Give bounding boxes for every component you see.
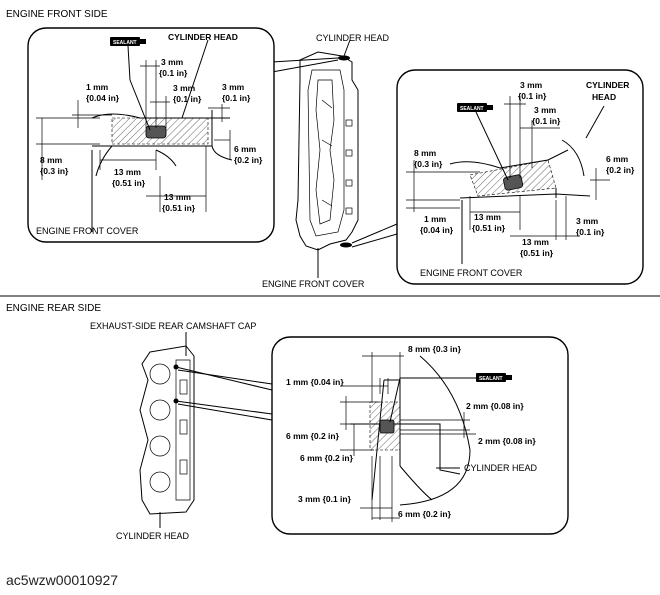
leader-cylinder-head [585,105,605,139]
dim-label: {0.3 in} [414,159,443,169]
leader-tube [389,377,401,423]
dim-label: {0.1 in} [222,93,251,103]
front-left-dimensions [36,60,231,232]
leader-cylinder-head [181,39,209,119]
dim-label: {0.51 in} [162,203,196,213]
dim-label: 3 mm [173,83,196,93]
dim-label: 1 mm [86,82,109,92]
leader-tube [127,45,131,81]
callout-connector [177,369,273,385]
front-right-dimensions [406,96,610,264]
front-left-drawing [91,110,233,177]
dim-label: 6 mm {0.2 in} [286,431,340,441]
dim-label: 8 mm [40,155,63,165]
sealant-tube-icon: SEALANT [476,373,512,382]
sealant-tube-icon: SEALANT [110,37,146,46]
dim-label: {0.51 in} [472,223,506,233]
leader-tube [129,79,151,131]
rear-overview-sketch [139,345,195,528]
dim-label: 13 mm [522,237,549,247]
callout-connector [351,233,398,248]
heading-engine-front-side: ENGINE FRONT SIDE [6,9,108,20]
callout-connector [175,366,273,391]
dim-label: {0.04 in} [86,93,120,103]
dim-label: {0.1 in} [532,116,561,126]
front-right-drawing [449,139,591,199]
dim-label: {0.51 in} [520,248,554,258]
dim-label: 3 mm [534,105,557,115]
dim-label: {0.1 in} [159,68,188,78]
label-rear-cylinder-head-detail: CYLINDER HEAD [464,463,538,473]
dim-label: 3 mm [520,80,543,90]
label-cylinder-head: CYLINDER HEAD [168,32,238,42]
callout-connector [271,59,339,73]
figure-id: ac5wzw00010927 [6,572,118,588]
svg-text:SEALANT: SEALANT [113,40,137,46]
dim-label: {0.2 in} [606,165,635,175]
dim-label: 8 mm [414,148,437,158]
dim-label: {0.04 in} [420,225,454,235]
dim-label: {0.1 in} [518,91,547,101]
dim-label: 2 mm {0.08 in} [478,436,536,446]
dim-label: 13 mm [164,192,191,202]
callout-connector [351,223,398,244]
dim-label: 13 mm [114,167,141,177]
label-cylinder-head-line1: CYLINDER [586,80,629,90]
callout-connector [175,400,273,415]
dim-label: 6 mm {0.2 in} [300,453,354,463]
dim-label: 6 mm [234,144,257,154]
leader-tube [475,111,509,181]
dim-label: {0.51 in} [112,178,146,188]
dim-label: 3 mm [222,82,245,92]
dim-label: 1 mm {0.04 in} [286,377,344,387]
dim-label: {0.1 in} [576,227,605,237]
label-engine-front-cover: ENGINE FRONT COVER [36,226,139,236]
svg-text:SEALANT: SEALANT [479,376,503,382]
svg-text:SEALANT: SEALANT [460,106,484,112]
dim-label: 2 mm {0.08 in} [466,401,524,411]
dim-label: 1 mm [424,214,447,224]
label-rear-cylinder-head-overview: CYLINDER HEAD [116,531,190,541]
label-engine-front-cover: ENGINE FRONT COVER [420,268,523,278]
rear-dimensions [340,352,476,522]
dim-label: {0.1 in} [173,94,202,104]
label-cylinder-head-line2: HEAD [592,92,616,102]
leader-overview-cylinder-head [343,39,351,57]
label-overview-engine-front-cover: ENGINE FRONT COVER [262,279,365,289]
callout-connector [271,57,339,63]
callout-connector [177,403,273,421]
dim-label: 3 mm {0.1 in} [298,494,352,504]
label-exhaust-side-cap: EXHAUST-SIDE REAR CAMSHAFT CAP [90,321,256,331]
dim-label: 13 mm [474,212,501,222]
dim-label: 3 mm [576,216,599,226]
front-overview-sketch [295,51,359,278]
dim-label: 8 mm {0.3 in} [408,344,462,354]
dim-label: {0.3 in} [40,166,69,176]
sealant-tube-icon: SEALANT [457,103,493,112]
dim-label: 6 mm [606,154,629,164]
dim-label: 6 mm {0.2 in} [398,509,452,519]
dim-label: {0.2 in} [234,155,263,165]
dim-label: 3 mm [161,57,184,67]
label-overview-cylinder-head: CYLINDER HEAD [316,33,390,43]
heading-engine-rear-side: ENGINE REAR SIDE [6,303,101,314]
